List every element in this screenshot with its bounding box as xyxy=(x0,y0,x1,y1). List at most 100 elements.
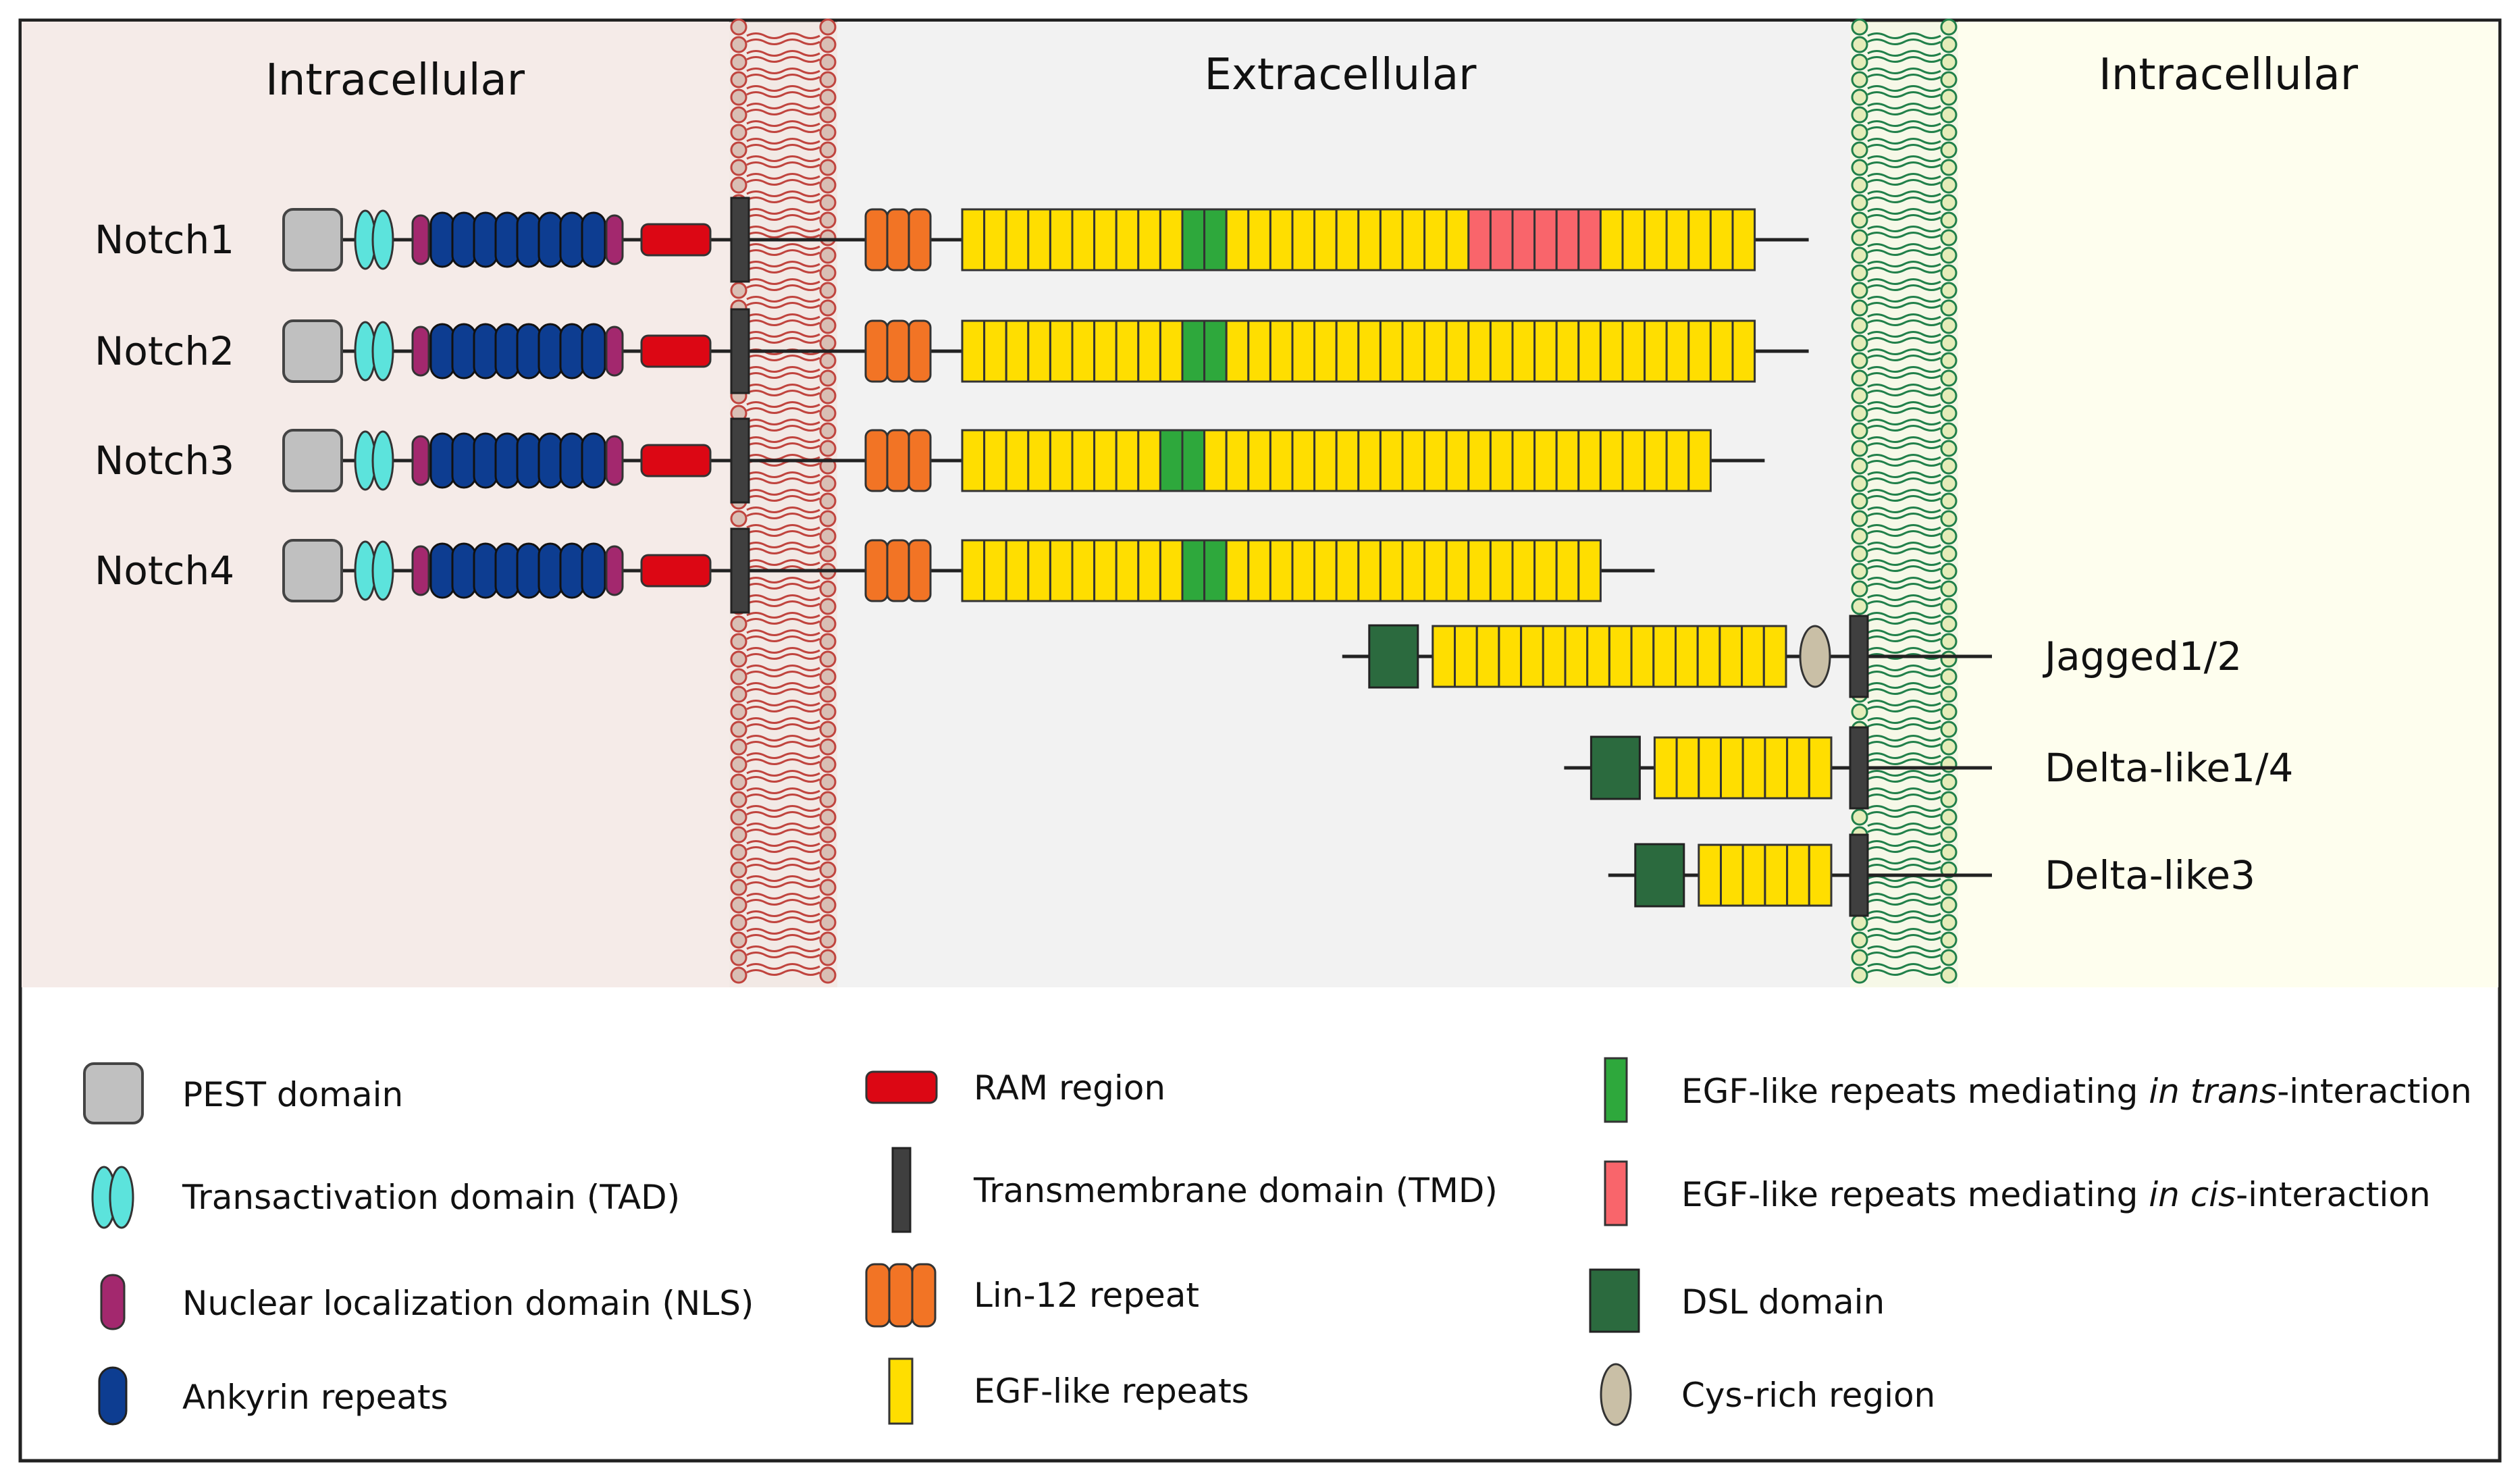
lipid-tail xyxy=(1867,881,1941,888)
lipid-tail xyxy=(1867,805,1941,812)
lipid-tail xyxy=(746,752,820,759)
lipid-tail xyxy=(746,442,820,449)
egf-repeat xyxy=(1764,736,1789,800)
lipid-head xyxy=(819,264,837,282)
egf-repeat xyxy=(1533,319,1558,383)
nls-domain xyxy=(411,326,430,377)
ligand-label: Jagged1/2 xyxy=(2043,633,2242,679)
egf-repeat xyxy=(961,208,986,271)
egf-repeat xyxy=(1335,319,1360,383)
lipid-head xyxy=(730,826,747,843)
egf-repeat xyxy=(1542,625,1567,688)
legend-egf-trans-label: EGF-like repeats mediating in trans-inte… xyxy=(1681,1072,2472,1111)
lipid-tail xyxy=(746,770,820,777)
lipid-head xyxy=(730,931,747,949)
egf-repeat xyxy=(1555,208,1580,271)
egf-repeat xyxy=(1665,319,1690,383)
tmd xyxy=(730,527,750,614)
lipid-head xyxy=(730,914,747,931)
lipid-tail xyxy=(1867,565,1941,572)
lipid-tail xyxy=(1867,348,1941,355)
egf-repeat xyxy=(1027,429,1051,492)
intracellular-left-background xyxy=(22,22,729,987)
ankyrin-repeat xyxy=(451,432,477,489)
lipid-head xyxy=(730,861,747,879)
lipid-head xyxy=(819,966,837,984)
egf-repeat xyxy=(1115,429,1140,492)
lipid-tail xyxy=(746,881,820,888)
lipid-tail xyxy=(746,945,820,952)
lipid-head xyxy=(819,387,837,405)
lipid-tail xyxy=(1867,155,1941,162)
egf-repeat xyxy=(1071,429,1096,492)
egf-repeat xyxy=(1741,625,1765,688)
legend-lin12-label: Lin-12 repeat xyxy=(974,1276,1199,1315)
lipid-tail xyxy=(746,916,820,923)
tad-domain xyxy=(371,321,394,382)
lipid-head xyxy=(1851,457,1868,475)
lipid-head xyxy=(1851,422,1868,440)
lipid-head xyxy=(1851,405,1868,422)
lipid-tail xyxy=(1867,495,1941,502)
lipid-tail xyxy=(746,419,820,425)
tmd xyxy=(1849,833,1869,917)
lipid-tail xyxy=(1867,313,1941,320)
lipid-tail xyxy=(746,436,820,443)
lipid-head xyxy=(1851,211,1868,229)
egf-repeat xyxy=(1401,319,1426,383)
lipid-head xyxy=(1851,36,1868,53)
dsl-domain xyxy=(1634,843,1685,908)
egf-repeat xyxy=(1489,539,1514,602)
egf-repeat xyxy=(1005,319,1030,383)
legend-cys-label: Cys-rich region xyxy=(1681,1376,1935,1415)
legend-egf-cis-prefix: EGF-like repeats mediating xyxy=(1681,1175,2149,1214)
egf-repeat xyxy=(1644,429,1668,492)
lipid-tail xyxy=(746,682,820,689)
lipid-head xyxy=(1940,721,1958,738)
lipid-head xyxy=(1940,668,1958,685)
legend-tmd-label: Transmembrane domain (TMD) xyxy=(973,1171,1498,1210)
egf-repeat xyxy=(1445,539,1470,602)
lipid-tail xyxy=(746,776,820,783)
egf-repeat xyxy=(1313,429,1338,492)
legend-dsl-swatch xyxy=(1589,1268,1640,1333)
lipid-tail xyxy=(1867,612,1941,619)
lipid-tail xyxy=(1867,594,1941,601)
lipid-tail xyxy=(1867,910,1941,917)
egf-repeat xyxy=(1247,539,1271,602)
egf-repeat xyxy=(1555,319,1580,383)
lipid-tail xyxy=(746,618,820,625)
lipid-tail xyxy=(1867,161,1941,168)
egf-repeat xyxy=(1401,429,1426,492)
lipid-head xyxy=(1851,194,1868,211)
extracellular-background xyxy=(837,22,1850,987)
lipid-tail xyxy=(746,758,820,765)
lipid-tail xyxy=(1867,542,1941,548)
lipid-tail xyxy=(746,313,820,320)
egf-repeat xyxy=(1203,319,1228,383)
egf-repeat xyxy=(1762,625,1787,688)
egf-repeat xyxy=(1379,539,1404,602)
lipid-head xyxy=(1851,106,1868,124)
lipid-tail xyxy=(1867,647,1941,654)
lipid-head xyxy=(819,791,837,808)
egf-repeat xyxy=(1698,843,1723,907)
lipid-head xyxy=(819,756,837,773)
receptor-label: Notch4 xyxy=(95,548,234,594)
lipid-head xyxy=(1851,176,1868,194)
egf-repeat xyxy=(1577,429,1602,492)
lipid-tail xyxy=(1867,91,1941,98)
tad-domain xyxy=(371,430,394,491)
lipid-head xyxy=(819,475,837,492)
egf-repeat xyxy=(1335,429,1360,492)
lipid-tail xyxy=(746,126,820,133)
lipid-head xyxy=(1940,317,1958,334)
lipid-tail xyxy=(746,197,820,203)
ankyrin-repeat xyxy=(516,211,542,268)
egf-repeat xyxy=(1093,319,1118,383)
intracellular-right-background xyxy=(1958,22,2498,987)
egf-repeat xyxy=(1357,319,1382,383)
egf-repeat xyxy=(1665,429,1690,492)
lipid-tail xyxy=(746,68,820,74)
